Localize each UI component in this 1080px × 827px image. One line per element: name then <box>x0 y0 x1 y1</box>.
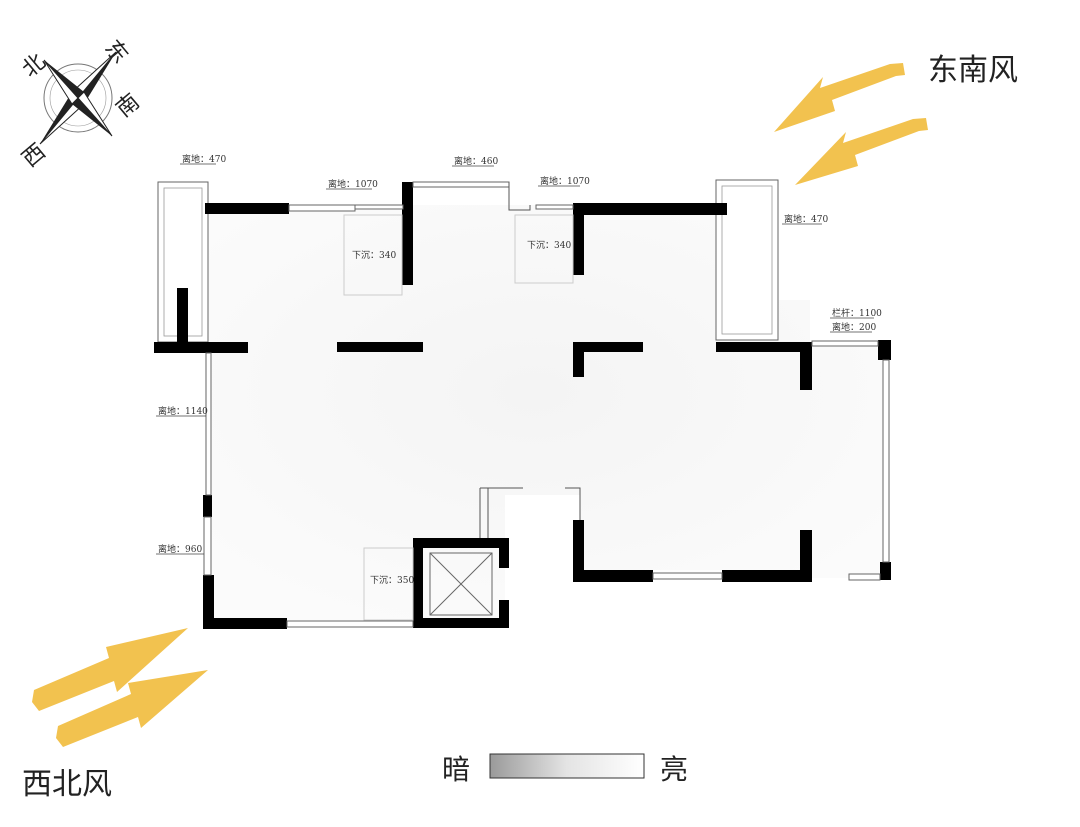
brightness-legend: 暗 亮 <box>442 753 688 786</box>
compass-north-label: 北 <box>18 49 51 82</box>
southeast-wind-label: 东南风 <box>928 53 1018 88</box>
southeast-wind-arrows <box>774 63 928 185</box>
dim-sink-bottom: 下沉：350 <box>370 575 414 586</box>
sunken-areas <box>343 214 574 621</box>
dim-left-window: 离地：1140 <box>158 405 208 417</box>
dim-right-balcony: 离地：470 <box>784 213 828 225</box>
dim-top-left-balcony: 离地：470 <box>182 153 226 165</box>
legend-dark-label: 暗 <box>442 753 470 786</box>
legend-bright-label: 亮 <box>660 753 688 786</box>
dim-top-center-window: 离地：460 <box>454 155 498 167</box>
legend-gradient-bar <box>489 753 645 779</box>
floor-area <box>180 205 890 620</box>
dim-railing-ground: 离地：200 <box>832 321 876 333</box>
dim-railing: 栏杆：1100 <box>832 307 882 319</box>
compass-rose: 北 东 南 西 <box>18 36 145 173</box>
northwest-wind-arrows <box>32 628 208 747</box>
dim-sink-center: 下沉：340 <box>527 240 571 251</box>
walls <box>154 182 891 629</box>
northwest-wind-label: 西北风 <box>22 767 112 802</box>
dim-top-left-window: 离地：1070 <box>328 178 378 190</box>
compass-south-label: 南 <box>112 89 145 122</box>
dim-top-right-window: 离地：1070 <box>540 175 590 187</box>
dim-left-lower-window: 离地：960 <box>158 543 202 555</box>
compass-west-label: 西 <box>18 139 51 172</box>
elevator-shaft <box>429 552 493 616</box>
dim-sink-left: 下沉：340 <box>352 250 396 261</box>
windows <box>203 181 890 628</box>
dimension-labels: 离地：470 离地：1070 离地：460 离地：1070 离地：470 栏杆：… <box>156 153 882 586</box>
